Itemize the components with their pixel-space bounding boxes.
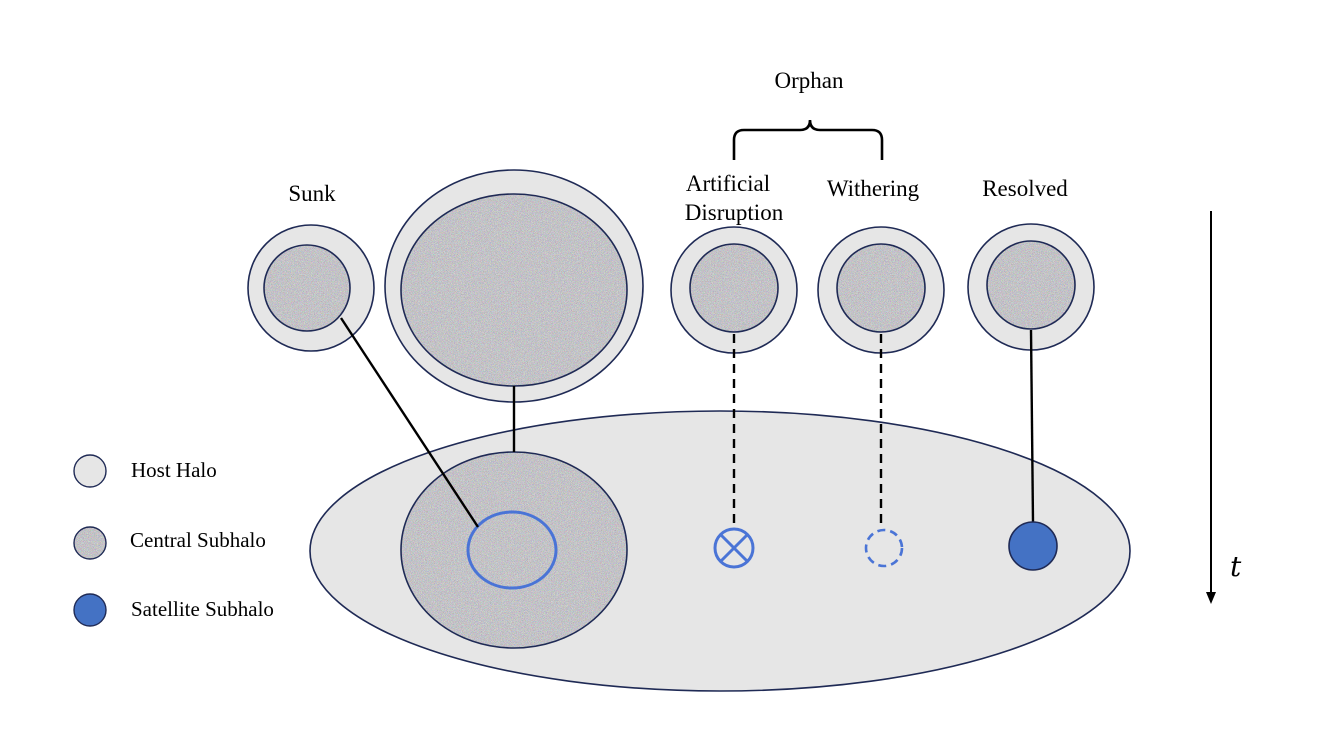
legend-central-subhalo-label: Central Subhalo xyxy=(130,528,266,552)
sunk-halo xyxy=(247,224,375,352)
legend-central-subhalo-swatch xyxy=(73,526,107,560)
legend-satellite-subhalo-label: Satellite Subhalo xyxy=(131,597,274,621)
artificial-disruption-label-line1: Artificial xyxy=(685,171,771,196)
main-progenitor-halo xyxy=(384,169,644,403)
sunk-track-line xyxy=(339,317,480,528)
withering-marker xyxy=(864,528,904,568)
artificial-disruption-halo xyxy=(670,226,798,354)
orphan-label: Orphan xyxy=(774,68,844,93)
resolved-track-line xyxy=(1029,329,1035,523)
orphan-brace xyxy=(732,119,884,160)
resolved-satellite xyxy=(1008,521,1058,571)
central-subhalo xyxy=(400,451,628,649)
legend-host-halo-swatch xyxy=(73,454,107,488)
sunk-satellite-ring xyxy=(466,510,558,590)
sunk-label: Sunk xyxy=(288,181,336,206)
time-axis-label: t xyxy=(1230,550,1242,583)
time-arrow xyxy=(1206,211,1216,604)
withering-halo xyxy=(817,226,945,354)
legend-satellite-subhalo-swatch xyxy=(73,593,107,627)
artificial-disruption-marker xyxy=(713,527,755,569)
legend-host-halo-label: Host Halo xyxy=(131,458,217,482)
withering-label: Withering xyxy=(826,176,920,201)
artificial-disruption-label-line2: Disruption xyxy=(684,200,784,225)
resolved-label: Resolved xyxy=(982,176,1068,201)
